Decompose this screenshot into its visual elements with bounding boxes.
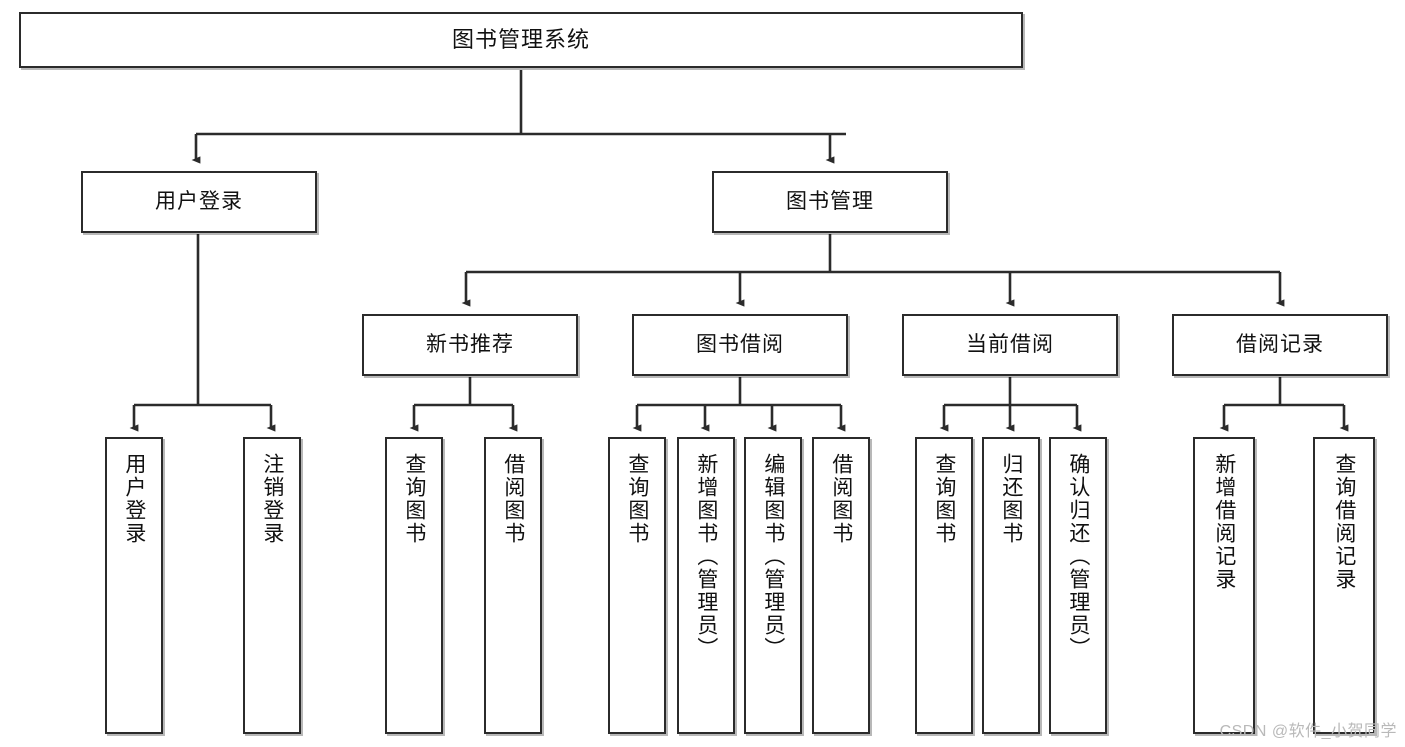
leaf-record-add-record-label: 新增借阅记录 xyxy=(1212,453,1236,591)
leaf-borrow-edit-book-label: 编辑图书（管理员） xyxy=(761,453,785,660)
node-borrow-record[interactable]: 借阅记录 xyxy=(1172,314,1388,376)
node-book-borrow-label: 图书借阅 xyxy=(696,333,784,357)
node-current-borrow[interactable]: 当前借阅 xyxy=(902,314,1118,376)
node-book-management-label: 图书管理 xyxy=(786,190,874,214)
node-book-borrow[interactable]: 图书借阅 xyxy=(632,314,848,376)
leaf-borrow-add-book[interactable]: 新增图书（管理员） xyxy=(677,437,735,734)
leaf-recommend-query-book[interactable]: 查询图书 xyxy=(385,437,443,734)
leaf-record-query-record-label: 查询借阅记录 xyxy=(1332,453,1356,591)
node-root-label: 图书管理系统 xyxy=(451,26,590,52)
leaf-current-return-book[interactable]: 归还图书 xyxy=(982,437,1040,734)
node-root[interactable]: 图书管理系统 xyxy=(19,12,1023,68)
node-borrow-record-label: 借阅记录 xyxy=(1236,333,1324,357)
leaf-record-add-record[interactable]: 新增借阅记录 xyxy=(1193,437,1255,734)
leaf-user-login-signin[interactable]: 用户登录 xyxy=(105,437,163,734)
node-user-login[interactable]: 用户登录 xyxy=(81,171,317,233)
node-new-book-recommend-label: 新书推荐 xyxy=(426,333,514,357)
leaf-current-confirm-return[interactable]: 确认归还（管理员） xyxy=(1049,437,1107,734)
leaf-borrow-borrow-book-label: 借阅图书 xyxy=(829,453,853,545)
node-new-book-recommend[interactable]: 新书推荐 xyxy=(362,314,578,376)
leaf-record-query-record[interactable]: 查询借阅记录 xyxy=(1313,437,1375,734)
leaf-current-query-book-label: 查询图书 xyxy=(932,453,956,545)
leaf-current-return-book-label: 归还图书 xyxy=(999,453,1023,545)
leaf-user-login-signin-label: 用户登录 xyxy=(122,453,146,545)
leaf-borrow-query-book-label: 查询图书 xyxy=(625,453,649,545)
node-book-management[interactable]: 图书管理 xyxy=(712,171,948,233)
leaf-current-confirm-return-label: 确认归还（管理员） xyxy=(1066,453,1090,660)
leaf-borrow-borrow-book[interactable]: 借阅图书 xyxy=(812,437,870,734)
leaf-recommend-borrow-book[interactable]: 借阅图书 xyxy=(484,437,542,734)
leaf-user-login-signout[interactable]: 注销登录 xyxy=(243,437,301,734)
node-current-borrow-label: 当前借阅 xyxy=(966,333,1054,357)
leaf-borrow-query-book[interactable]: 查询图书 xyxy=(608,437,666,734)
leaf-recommend-borrow-book-label: 借阅图书 xyxy=(501,453,525,545)
leaf-borrow-add-book-label: 新增图书（管理员） xyxy=(694,453,718,660)
leaf-user-login-signout-label: 注销登录 xyxy=(260,453,284,545)
csdn-watermark: CSDN @软件_小贺同学 xyxy=(1219,723,1397,740)
leaf-borrow-edit-book[interactable]: 编辑图书（管理员） xyxy=(744,437,802,734)
leaf-recommend-query-book-label: 查询图书 xyxy=(402,453,426,545)
node-user-login-label: 用户登录 xyxy=(155,190,243,214)
leaf-current-query-book[interactable]: 查询图书 xyxy=(915,437,973,734)
